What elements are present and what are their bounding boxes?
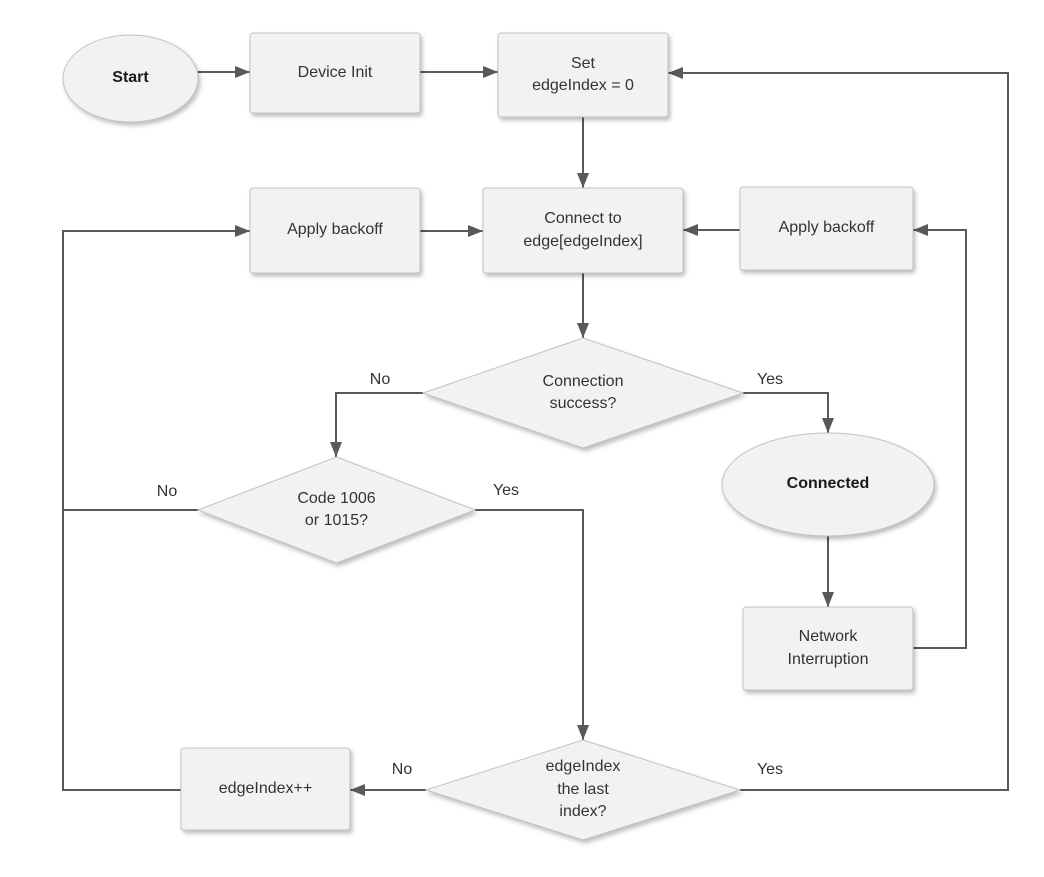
node-edge-index-increment [180,747,351,831]
node-connected [721,432,935,537]
node-edge-index-last [424,739,742,841]
edge-last-yes [668,67,1009,791]
node-device-init [249,32,421,114]
edge-success-yes [743,392,834,433]
node-connect-to-edge [482,187,684,274]
nodes-layer [62,32,935,841]
node-set-edge-index [497,32,669,118]
node-apply-backoff-left [249,187,421,274]
node-start [62,34,199,123]
node-network-interruption [742,606,914,691]
node-apply-backoff-right [739,186,914,271]
edge-interruption-to-backoff-right [913,224,967,649]
edge-success-no [330,392,423,457]
edge-increment-loop [62,225,250,791]
node-code-1006-or-1015 [196,456,477,564]
edge-code-yes [475,509,589,740]
node-connection-success [421,337,745,449]
edges-layer [62,66,1009,796]
